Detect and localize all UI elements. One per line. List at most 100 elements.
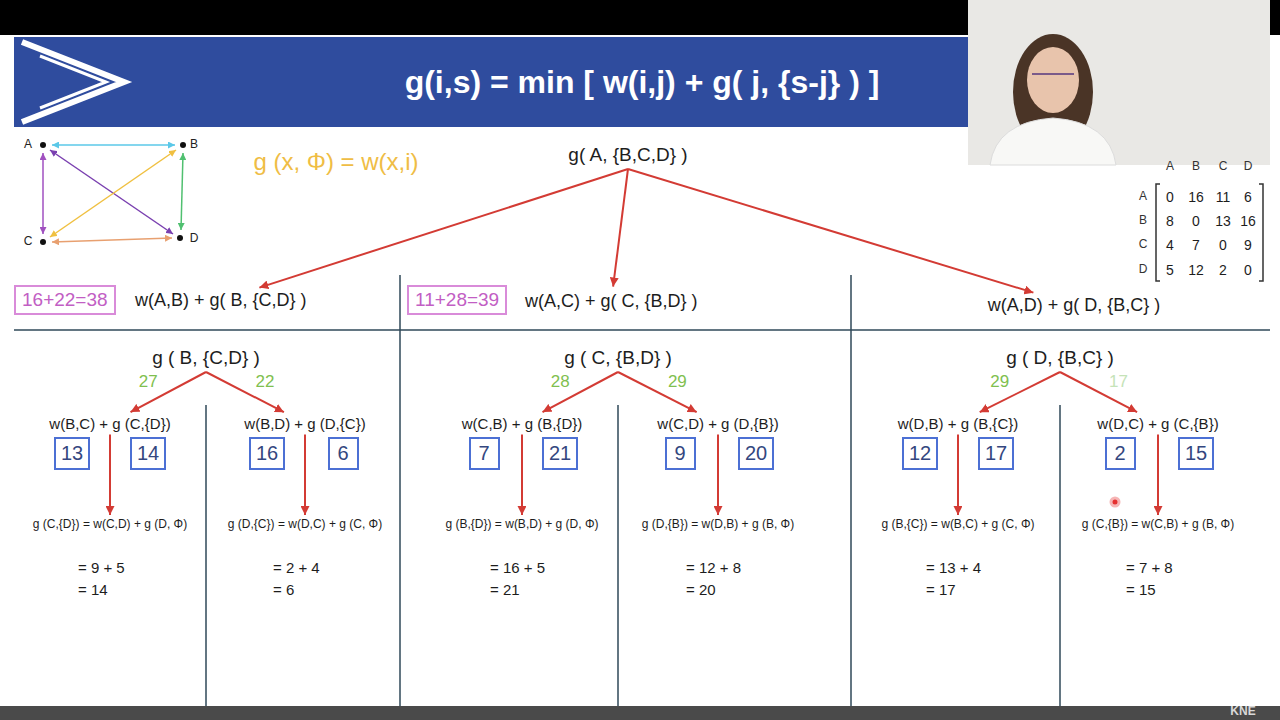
matrix-header: C xyxy=(1139,238,1148,252)
matrix-header: D xyxy=(1139,263,1148,277)
matrix-header: A xyxy=(1139,190,1147,204)
choice-expression: w(D,B) + g (B,{C}) xyxy=(896,414,1020,433)
graph-vertex xyxy=(177,235,183,241)
vertex-name: B xyxy=(190,138,198,152)
node-text: w(A,C) + g( C, {B,D} ) xyxy=(525,291,698,312)
banner-chevron xyxy=(40,56,106,108)
graph-vertex xyxy=(40,142,46,148)
branch-expression: w(A,B) + g( B, {C,D} ) xyxy=(133,289,309,312)
cost-box: 15 xyxy=(1178,437,1214,470)
cost-box: 17 xyxy=(978,437,1014,470)
matrix-cell: 2 xyxy=(1219,262,1227,278)
node-text: 12 xyxy=(909,442,931,465)
matrix-cell: 8 xyxy=(1166,213,1174,229)
node-text: 20 xyxy=(745,442,767,465)
node-text: 2 xyxy=(1112,442,1129,465)
graph-edge xyxy=(42,153,44,234)
divider-line xyxy=(205,405,207,706)
matrix-cell: 0 xyxy=(1192,213,1200,229)
matrix-cell: 0 xyxy=(1219,237,1227,253)
graph-edge xyxy=(50,150,173,234)
branch-expression: w(A,D) + g( D, {B,C} ) xyxy=(986,294,1163,317)
watermark: KNE xyxy=(1230,705,1255,719)
cost-box: 20 xyxy=(738,437,774,470)
subtotal-number: 22 xyxy=(253,373,276,392)
base-case-formula: g (C,{D}) = w(C,D) + g (D, Φ)= 9 + 5= 14 xyxy=(33,517,187,601)
webcam-frame xyxy=(968,0,1270,165)
tree-arrow xyxy=(717,435,719,516)
subtotal-number: 28 xyxy=(549,373,572,392)
node-text: = 21 xyxy=(446,579,599,601)
node-text: g (C,{B}) = w(C,B) + g (B, Φ) xyxy=(1082,517,1234,531)
node-text: w(D,B) + g (B,{C}) xyxy=(898,415,1018,432)
cost-box: 16 xyxy=(249,437,285,470)
choice-expression: w(C,B) + g (B,{D}) xyxy=(460,414,584,433)
divider-line xyxy=(1059,405,1061,706)
node-text: g ( D, {B,C} ) xyxy=(1006,347,1114,369)
node-text: = 13 + 4 xyxy=(882,557,1035,579)
choice-expression: w(B,D) + g (D,{C}) xyxy=(242,414,367,433)
pointer-dot xyxy=(1111,498,1119,506)
node-text: w(B,D) + g (D,{C}) xyxy=(244,415,365,432)
branch-expression: w(A,C) + g( C, {B,D} ) xyxy=(523,290,700,313)
tree-arrow xyxy=(957,435,959,516)
node-text: g (D,{B}) = w(D,B) + g (B, Φ) xyxy=(642,517,794,531)
matrix-header: B xyxy=(1192,160,1200,174)
matrix-cell: 16 xyxy=(1188,189,1204,205)
graph-edge xyxy=(52,238,172,242)
vertex-name: A xyxy=(24,138,32,152)
cost-box: 12 xyxy=(902,437,938,470)
node-text: g (B,{D}) = w(B,D) + g (D, Φ) xyxy=(446,517,599,531)
node-text: = 12 + 8 xyxy=(642,557,794,579)
node-text: w(A,D) + g( D, {B,C} ) xyxy=(988,295,1161,316)
slide-title: g(i,s) = min [ w(i,j) + g( j, {s-j} ) ] xyxy=(300,37,984,127)
tree-arrow xyxy=(1157,435,1159,516)
node-text: = 2 + 4 xyxy=(228,557,382,579)
divider-line xyxy=(399,275,401,706)
graph-vertex xyxy=(40,239,46,245)
matrix-bracket xyxy=(1259,184,1263,281)
presenter-body xyxy=(990,118,1116,165)
tree-arrow xyxy=(521,435,523,516)
node-text: = 14 xyxy=(33,579,187,601)
matrix-cell: 4 xyxy=(1166,237,1174,253)
subtotal-number: 27 xyxy=(137,373,160,392)
matrix-cell: 9 xyxy=(1244,237,1252,253)
matrix-cell: 6 xyxy=(1244,189,1252,205)
matrix-cell: 11 xyxy=(1216,189,1231,205)
tree-arrow xyxy=(304,435,306,516)
base-case-formula: g (D,{C}) = w(D,C) + g (C, Φ)= 2 + 4= 6 xyxy=(228,517,382,601)
cost-box: 9 xyxy=(665,437,696,470)
node-text: 15 xyxy=(1185,442,1207,465)
node-text: 6 xyxy=(335,442,352,465)
node-text: 16+22=38 xyxy=(22,289,108,311)
graph-vertex xyxy=(180,142,186,148)
matrix-cell: 0 xyxy=(1166,189,1174,205)
subtotal-number: 29 xyxy=(988,373,1011,392)
divider-line xyxy=(14,329,1270,331)
cost-total-box: 16+22=38 xyxy=(14,285,116,315)
choice-expression: w(B,C) + g (C,{D}) xyxy=(47,414,172,433)
node-text: = 9 + 5 xyxy=(33,557,187,579)
cost-box: 7 xyxy=(469,437,500,470)
node-text: 16 xyxy=(256,442,278,465)
matrix-header: D xyxy=(1244,160,1253,174)
root-expression: g( A, {B,C,D} ) xyxy=(565,143,690,167)
matrix-cell: 16 xyxy=(1240,213,1256,229)
node-text: g ( B, {C,D} ) xyxy=(152,347,260,369)
node-text: = 17 xyxy=(882,579,1035,601)
matrix-bracket xyxy=(1156,184,1160,281)
node-text: = 20 xyxy=(642,579,794,601)
node-text: 14 xyxy=(137,442,159,465)
tree-arrow xyxy=(628,169,1033,293)
node-text: w(B,C) + g (C,{D}) xyxy=(49,415,170,432)
matrix-cell: 0 xyxy=(1244,262,1252,278)
cost-box: 14 xyxy=(130,437,166,470)
tree-arrow xyxy=(613,169,628,287)
vertex-name: D xyxy=(190,232,199,246)
base-case-formula: g (B,{C}) = w(B,C) + g (C, Φ)= 13 + 4= 1… xyxy=(882,517,1035,601)
cost-box: 21 xyxy=(542,437,578,470)
choice-expression: w(C,D) + g (D,{B}) xyxy=(655,414,780,433)
cost-box: 13 xyxy=(54,437,90,470)
